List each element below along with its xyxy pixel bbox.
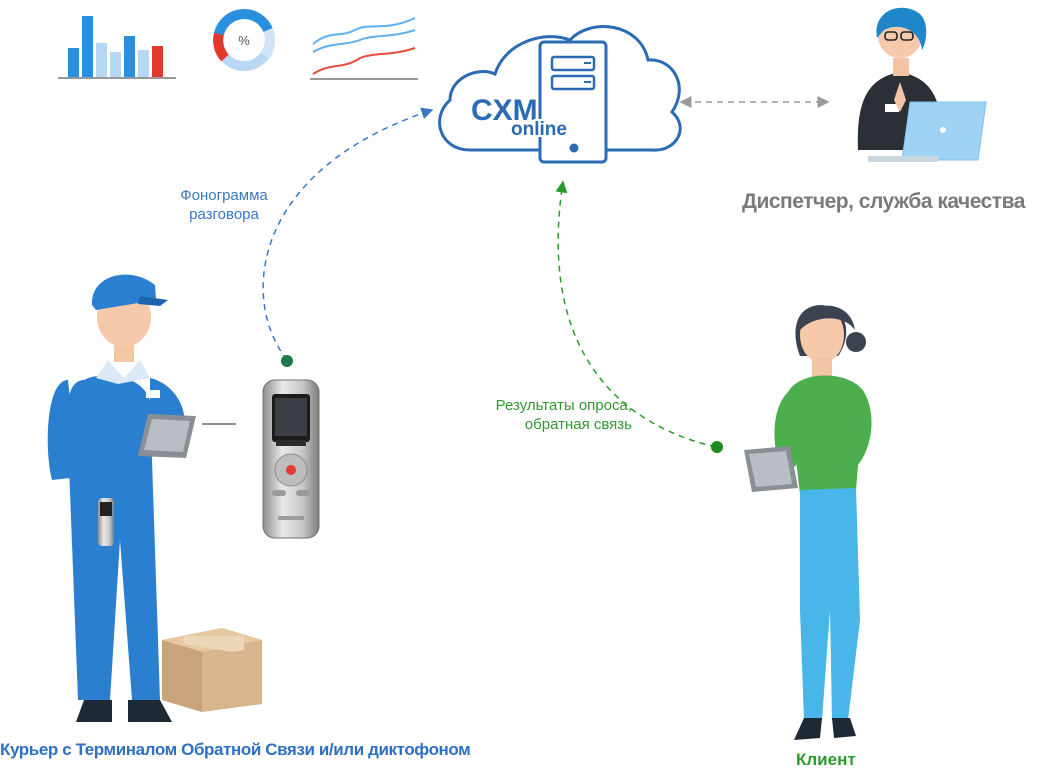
dispatcher-label: Диспетчер, служба качества: [742, 190, 1025, 213]
client-tablet-icon: [744, 446, 798, 492]
bar-chart-icon: [58, 16, 176, 79]
line-chart-icon: [310, 17, 418, 80]
phonogram-flow-start-dot: [281, 355, 293, 367]
pie-percent-label: %: [238, 33, 250, 48]
courier-label: Курьер с Терминалом Обратной Связи и/или…: [0, 740, 471, 759]
voice-recorder-icon: [262, 379, 320, 539]
cloud-brand-main: CXM: [471, 94, 538, 127]
cloud-server-icon: [438, 25, 682, 164]
survey-flow-arrow: [555, 180, 717, 448]
box-icon: [162, 628, 262, 712]
courier-tablet-icon: [138, 414, 196, 458]
phonogram-label-line2: разговора: [189, 206, 259, 223]
cloud-brand-sub: online: [511, 119, 567, 140]
belt-recorder-icon: [98, 498, 114, 546]
phonogram-label-line1: Фонограмма: [180, 187, 268, 204]
survey-label: Результаты опроса, обратная связь: [462, 396, 632, 434]
survey-flow-start-dot: [711, 441, 723, 453]
client-label: Клиент: [796, 750, 856, 769]
laptop-icon: [868, 101, 987, 162]
phonogram-label: Фонограмма разговора: [168, 186, 280, 224]
client-figure: [774, 305, 872, 740]
survey-label-line1: Результаты опроса,: [495, 397, 632, 414]
donut-chart-icon: [213, 9, 276, 71]
phonogram-flow-arrow: [262, 107, 434, 361]
survey-label-line2: обратная связь: [524, 416, 632, 433]
